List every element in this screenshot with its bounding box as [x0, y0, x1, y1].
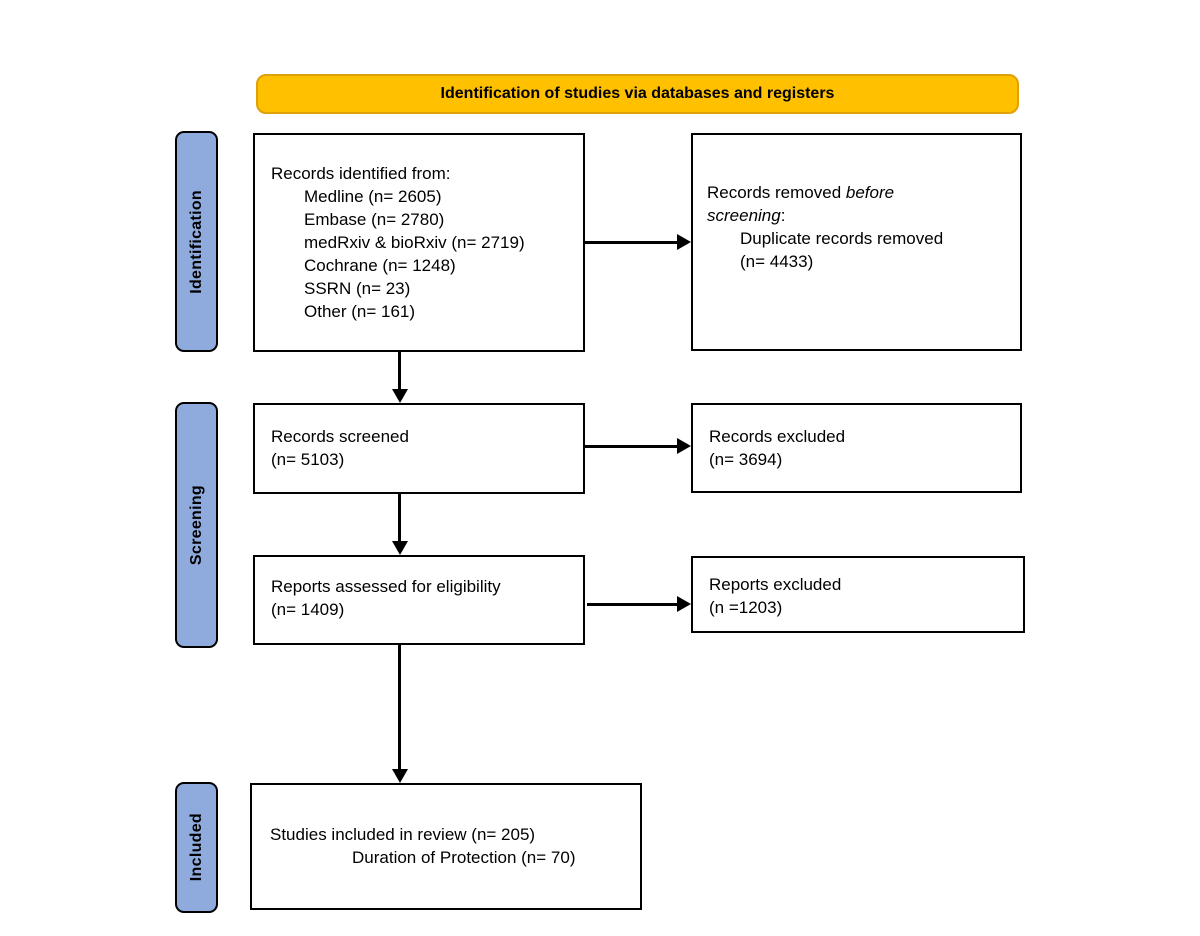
box-title: Studies included in review (n= 205): [270, 825, 536, 844]
box-reports-assessed: Reports assessed for eligibility (n= 140…: [253, 555, 585, 645]
box-title: Records identified from:: [271, 164, 451, 183]
box-records-screened: Records screened (n= 5103): [253, 403, 585, 494]
source-count: Medline (n= 2605): [304, 187, 442, 206]
box-title: Records screened: [271, 427, 409, 446]
stage-label-included: Included: [175, 782, 218, 913]
box-count: (n= 3694): [709, 450, 783, 469]
box-title: Records removed before: [707, 183, 895, 202]
header-banner: Identification of studies via databases …: [256, 74, 1019, 114]
box-records-excluded: Records excluded (n= 3694): [691, 403, 1022, 493]
box-studies-included: Studies included in review (n= 205) Dura…: [250, 783, 642, 910]
removal-detail: Duplicate records removed: [740, 229, 944, 248]
source-count: Cochrane (n= 1248): [304, 256, 456, 275]
box-title: Reports assessed for eligibility: [271, 577, 501, 596]
box-records-removed: Records removed before screening: Duplic…: [691, 133, 1022, 351]
box-reports-excluded: Reports excluded (n =1203): [691, 556, 1025, 633]
box-count: (n= 1409): [271, 600, 345, 619]
stage-label-text: Screening: [187, 484, 205, 566]
box-subcount: Duration of Protection (n= 70): [352, 848, 576, 867]
box-title: screening:: [707, 206, 786, 225]
box-count: (n= 5103): [271, 450, 345, 469]
box-title: Reports excluded: [709, 575, 842, 594]
source-count: SSRN (n= 23): [304, 279, 411, 298]
stage-label-text: Included: [187, 813, 205, 882]
source-count: Other (n= 161): [304, 302, 416, 321]
source-count: Embase (n= 2780): [304, 210, 445, 229]
box-count: (n =1203): [709, 598, 783, 617]
box-records-identified: Records identified from: Medline (n= 260…: [253, 133, 585, 352]
box-title: Records excluded: [709, 427, 846, 446]
stage-label-identification: Identification: [175, 131, 218, 352]
removal-count: (n= 4433): [740, 252, 814, 271]
stage-label-screening: Screening: [175, 402, 218, 648]
banner-title: Identification of studies via databases …: [440, 85, 835, 102]
stage-label-text: Identification: [187, 189, 205, 294]
source-count: medRxiv & bioRxiv (n= 2719): [304, 233, 525, 252]
